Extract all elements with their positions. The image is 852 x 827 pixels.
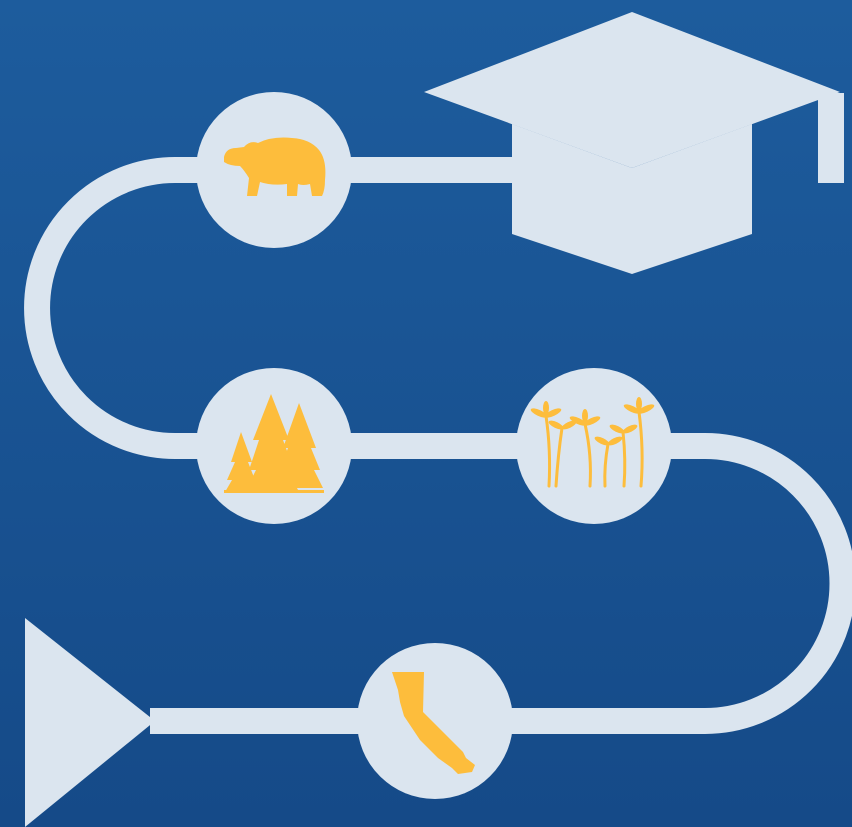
bear-icon	[224, 137, 326, 196]
graduation-cap-icon	[424, 12, 844, 274]
palm-trees-icon	[544, 410, 644, 488]
winding-path	[24, 157, 852, 734]
start-triangle-icon	[25, 618, 155, 827]
milestone-circle-california	[357, 643, 513, 799]
redwood-trees-icon	[224, 394, 324, 493]
california-state-icon	[392, 672, 475, 774]
palm-fronds	[530, 397, 655, 446]
milestone-circle-palms	[516, 368, 672, 524]
